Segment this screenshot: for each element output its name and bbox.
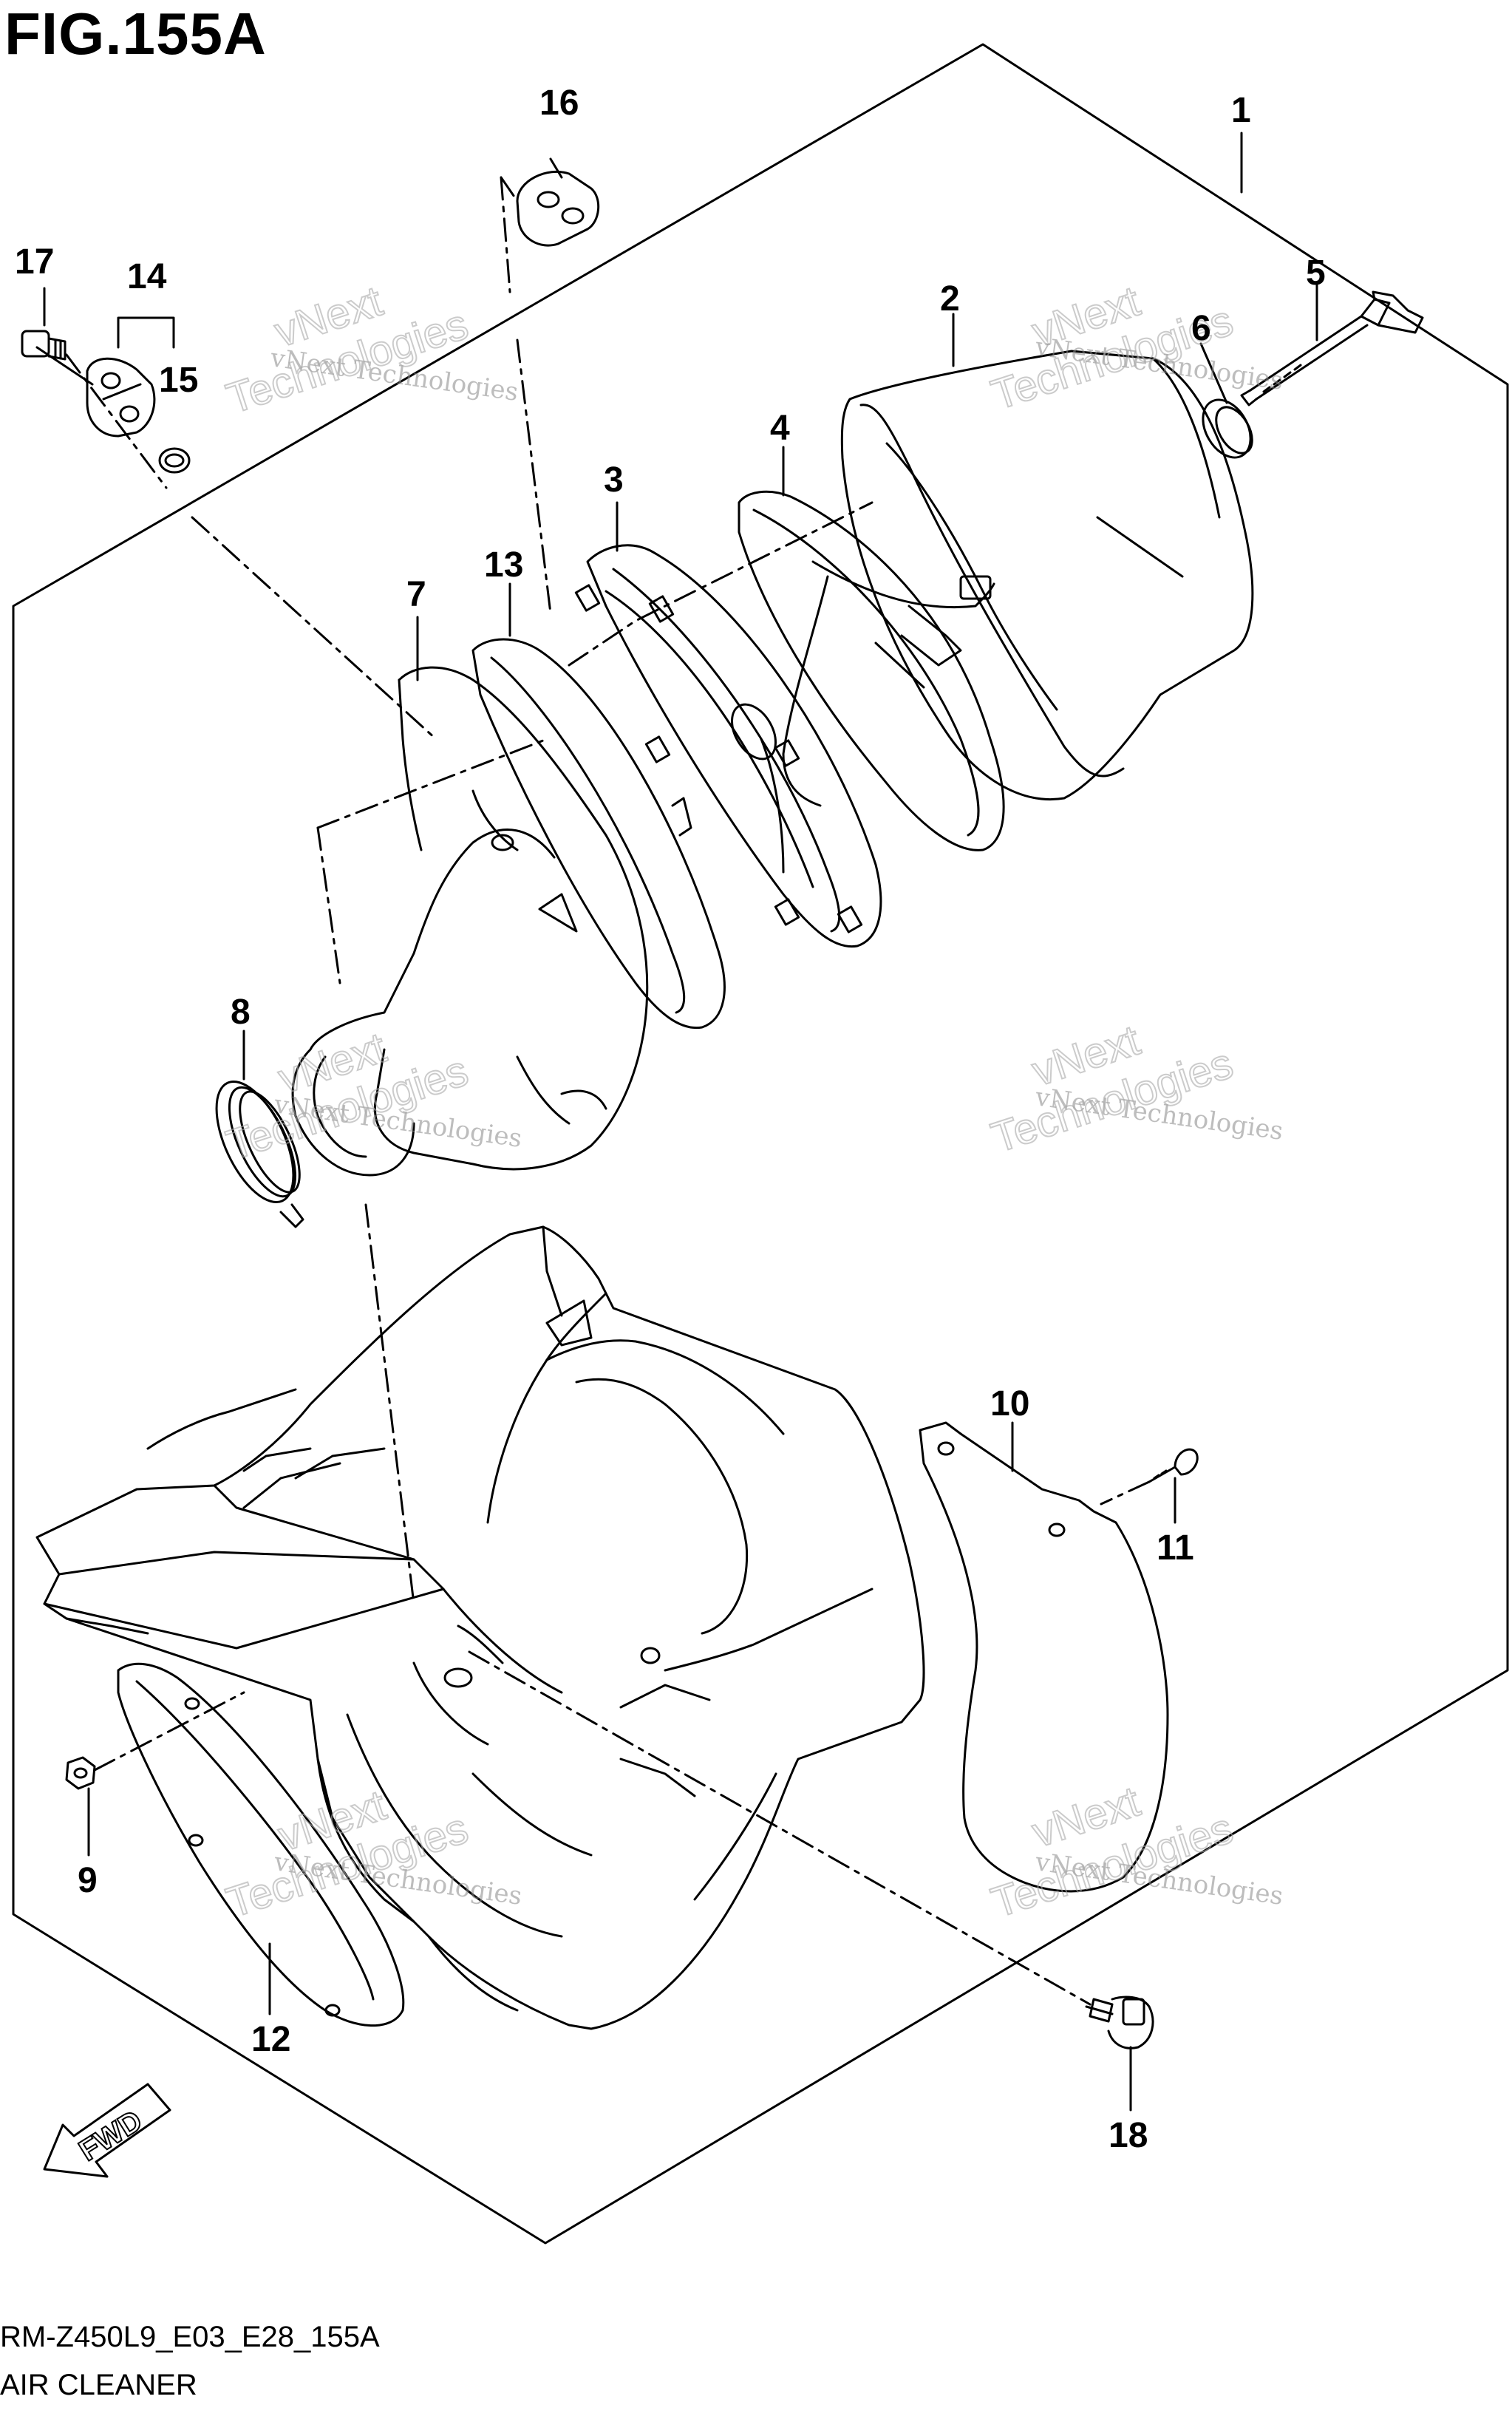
figure-name: AIR CLEANER <box>0 2369 197 2401</box>
part-6-washer <box>1193 392 1260 466</box>
callout-9: 9 <box>78 1861 98 1900</box>
part-13-gasket <box>473 639 724 1028</box>
part-8-hose-clamp <box>201 1070 312 1227</box>
figure-code: RM-Z450L9_E03_E28_155A <box>0 2321 380 2353</box>
callout-15: 15 <box>159 361 198 400</box>
part-3-holder <box>576 545 881 947</box>
callout-4: 4 <box>770 409 790 448</box>
part-10-guard <box>920 1423 1168 1891</box>
part-18-flange-bolt <box>1086 1997 1153 2048</box>
part-9-nut <box>67 1758 95 1789</box>
watermark-1: vNext vNext Technologies Technologies <box>220 276 520 424</box>
watermark-4: vNext vNext Technologies Technologies <box>985 1015 1285 1163</box>
watermark-3: vNext vNext Technologies Technologies <box>220 1023 524 1171</box>
callout-5: 5 <box>1306 254 1326 293</box>
callout-18: 18 <box>1109 2116 1148 2155</box>
part-1-air-box <box>37 1227 924 2029</box>
callout-17: 17 <box>15 242 54 282</box>
callout-7: 7 <box>406 575 426 614</box>
part-17-bolt <box>22 331 65 359</box>
callout-14: 14 <box>127 257 167 296</box>
callout-10: 10 <box>990 1384 1029 1423</box>
callout-16: 16 <box>539 84 579 123</box>
watermark-5: vNext vNext Technologies Technologies <box>220 1780 524 1928</box>
callout-1: 1 <box>1231 91 1251 130</box>
fwd-arrow-icon <box>44 2084 170 2177</box>
callout-8: 8 <box>231 993 251 1032</box>
callout-6: 6 <box>1191 309 1211 348</box>
part-16-bracket <box>501 159 599 292</box>
part-15-oring <box>160 449 189 472</box>
callout-2: 2 <box>940 279 960 319</box>
callout-13: 13 <box>484 545 523 585</box>
watermark-2: vNext vNext Technologies Technologies <box>985 276 1285 421</box>
watermark-6: vNext vNext Technologies Technologies <box>985 1777 1285 1928</box>
part-5-wing-bolt <box>1242 292 1423 405</box>
callout-11: 11 <box>1157 1528 1194 1568</box>
part-11-screw <box>1149 1449 1197 1482</box>
callout-12: 12 <box>251 2020 290 2059</box>
part-12-gasket <box>118 1664 403 2025</box>
figure-title: FIG.155A <box>4 1 267 67</box>
part-2-filter-element <box>842 351 1253 800</box>
part-7-intake-duct <box>293 667 647 1175</box>
part-14-clamp <box>87 358 154 436</box>
callout-3: 3 <box>604 460 624 500</box>
assembly-outline <box>13 44 1508 2243</box>
part-4-filter-cage <box>739 491 1004 850</box>
